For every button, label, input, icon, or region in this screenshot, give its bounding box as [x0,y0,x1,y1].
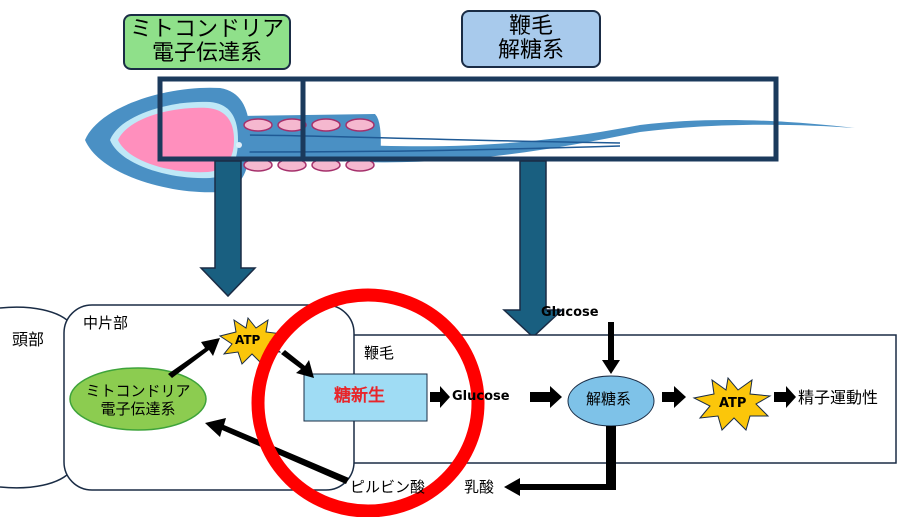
sperm-illustration [85,87,855,193]
mito-title-line1: ミトコンドリア [129,16,284,42]
gluconeogenesis-label: 糖新生 [334,386,385,406]
mito-title-box: ミトコンドリア 電子伝達系 [123,14,291,70]
mito-ellipse-line1: ミトコンドリア [85,382,191,400]
sperm-nucleus [118,107,234,173]
head-label: 頭部 [12,330,45,349]
mito-ellipse-line2: 電子伝達系 [100,400,176,418]
down-arrow-midpiece [199,160,257,298]
mitochondria-icons [243,118,375,172]
glucose-out-label: Glucose [452,389,510,404]
motility-label: 精子運動性 [798,388,879,407]
mito-ellipse-label: ミトコンドリア 電子伝達系 [70,382,206,418]
sperm-midpiece [238,114,381,162]
pyruvate-label: ピルビン酸 [350,478,426,496]
highlight-circle [251,288,485,517]
mito-title-line2: 電子伝達系 [151,41,262,66]
atp-midpiece-label: ATP [235,333,261,347]
lactate-label: 乳酸 [464,478,495,496]
flagellum-label: 鞭毛 [364,344,395,362]
glycolysis-label: 解糖系 [586,390,632,408]
flagellum-title-box: 鞭毛 解糖系 [461,10,601,68]
flagellum-title-line2: 解糖系 [497,38,564,63]
down-arrow-flagellum [502,160,564,339]
glucose-in-label: Glucose [541,305,599,320]
flagellum-frame [300,76,779,162]
gluconeogenesis-box [303,373,428,422]
atp-burst-flagellum [692,376,772,431]
midpiece-label: 中片部 [83,314,129,332]
flagellum-title-line1: 鞭毛 [508,13,553,39]
atp-burst-midpiece [218,316,284,365]
flow-arrows [168,322,796,496]
atp-flagellum-label: ATP [719,396,747,411]
sperm-tail [360,119,855,163]
mito-ellipse [69,367,207,431]
